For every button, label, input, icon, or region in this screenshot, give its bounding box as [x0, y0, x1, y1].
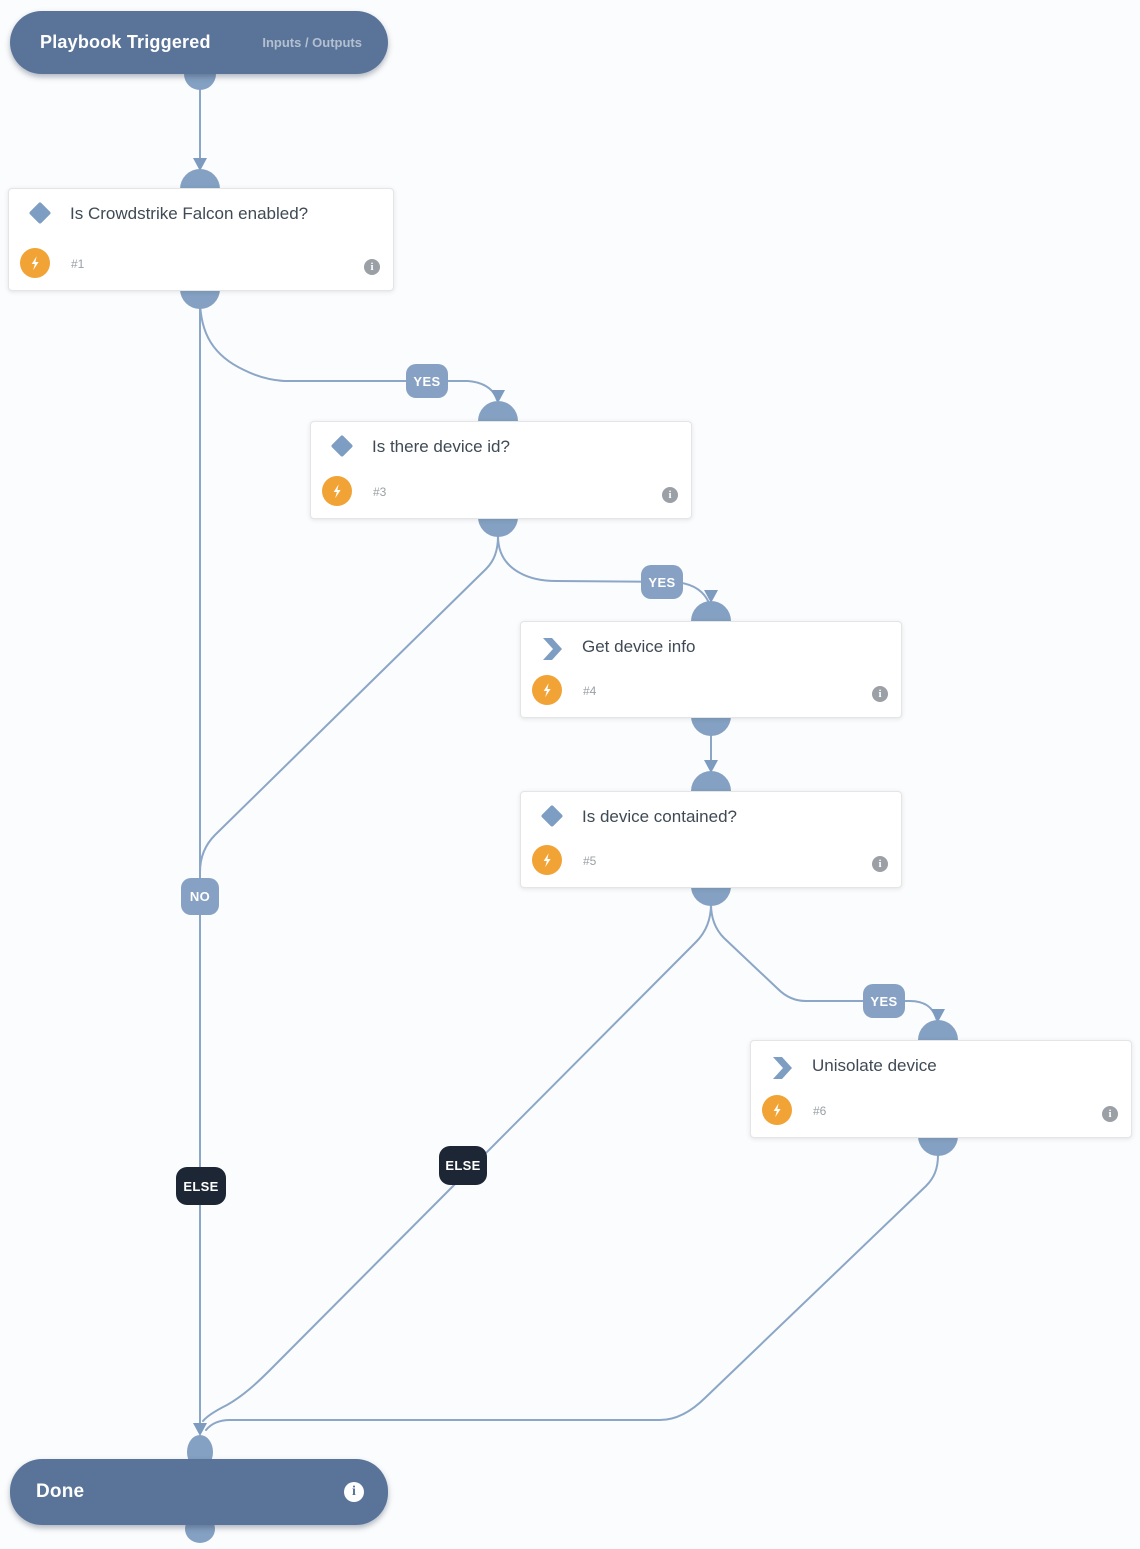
- end-node-title: Done: [36, 1481, 85, 1502]
- automation-bolt-icon: [532, 845, 562, 875]
- info-icon[interactable]: i: [872, 686, 888, 702]
- arrowhead: [193, 158, 207, 171]
- action-chevron-icon: [773, 1057, 792, 1084]
- inputs-outputs-link[interactable]: Inputs / Outputs: [262, 35, 362, 50]
- info-icon[interactable]: i: [1102, 1106, 1118, 1122]
- task-title: Is Crowdstrike Falcon enabled?: [70, 204, 309, 223]
- edge-3-else-merge: [199, 535, 499, 873]
- branch-label-else: ELSE: [439, 1146, 487, 1185]
- branch-label-no: NO: [181, 878, 219, 915]
- automation-bolt-icon: [762, 1095, 792, 1125]
- condition-diamond-icon: [330, 434, 354, 458]
- action-chevron-icon: [543, 638, 562, 665]
- edge-5-yes-to-6: [710, 903, 938, 1021]
- info-icon[interactable]: i: [872, 856, 888, 872]
- arrowhead: [491, 390, 505, 403]
- task-node-6-unisolate-device[interactable]: Unisolate device #6 i: [750, 1040, 1132, 1138]
- info-icon[interactable]: i: [662, 487, 678, 503]
- end-node-done[interactable]: Done i: [10, 1459, 388, 1525]
- automation-bolt-icon: [322, 476, 352, 506]
- edge-1-yes-to-3: [199, 298, 498, 401]
- task-node-3-is-there-device-id[interactable]: Is there device id? #3 i: [310, 421, 692, 519]
- task-title: Is device contained?: [582, 807, 737, 826]
- task-node-4-get-device-info[interactable]: Get device info #4 i: [520, 621, 902, 718]
- task-number: #6: [813, 1104, 827, 1118]
- arrowhead: [193, 1423, 207, 1436]
- task-title: Unisolate device: [812, 1056, 937, 1075]
- automation-bolt-icon: [532, 675, 562, 705]
- task-number: #5: [583, 854, 597, 868]
- condition-diamond-icon: [28, 201, 52, 225]
- task-number: #3: [373, 485, 387, 499]
- task-number: #4: [583, 684, 597, 698]
- task-title: Get device info: [582, 637, 696, 656]
- edge-3-yes-to-4: [497, 535, 709, 602]
- task-number: #1: [71, 257, 85, 271]
- branch-label-yes: YES: [863, 984, 905, 1018]
- edge-5-else-to-done: [202, 903, 712, 1422]
- condition-diamond-icon: [540, 804, 564, 828]
- task-node-5-is-device-contained[interactable]: Is device contained? #5 i: [520, 791, 902, 888]
- arrowhead: [931, 1009, 945, 1022]
- start-node-playbook-triggered[interactable]: Playbook Triggered Inputs / Outputs: [10, 11, 388, 74]
- info-icon[interactable]: i: [344, 1482, 364, 1502]
- task-node-1-is-crowdstrike-falcon-enabled[interactable]: Is Crowdstrike Falcon enabled? #1 i: [8, 188, 394, 291]
- start-node-title: Playbook Triggered: [40, 32, 211, 52]
- edge-6-to-done: [205, 1154, 939, 1431]
- info-icon[interactable]: i: [364, 259, 380, 275]
- branch-label-yes: YES: [406, 364, 448, 398]
- arrowhead: [704, 760, 718, 773]
- branch-label-else: ELSE: [176, 1167, 226, 1205]
- automation-bolt-icon: [20, 248, 50, 278]
- task-title: Is there device id?: [372, 437, 510, 456]
- branch-label-yes: YES: [641, 565, 683, 599]
- arrowhead: [704, 590, 718, 603]
